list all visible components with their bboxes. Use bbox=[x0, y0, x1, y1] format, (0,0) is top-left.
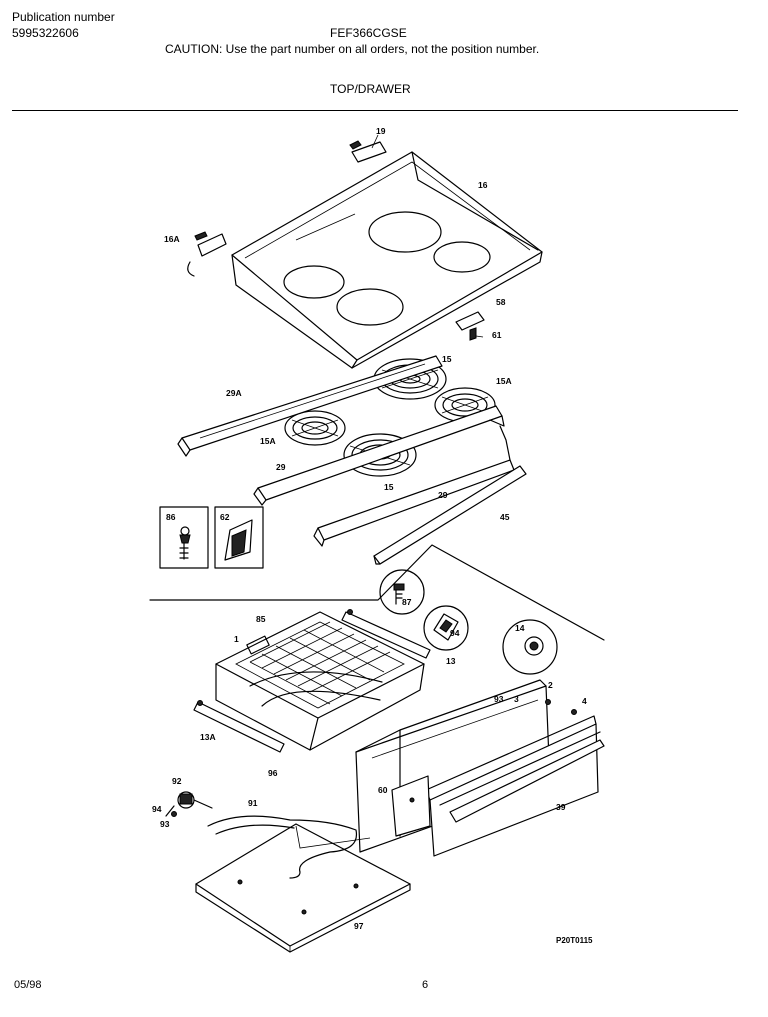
hinge-part-19 bbox=[349, 134, 387, 163]
callout-19: 19 bbox=[376, 126, 386, 136]
publication-number-label: Publication number bbox=[12, 10, 115, 24]
section-title: TOP/DRAWER bbox=[330, 82, 411, 96]
model-number: FEF366CGSE bbox=[330, 26, 407, 40]
callout-94: 94 bbox=[450, 628, 460, 638]
callout-1: 1 bbox=[234, 634, 239, 644]
drawer-rail-13 bbox=[341, 609, 431, 659]
drawer-stop-detail-14 bbox=[502, 619, 558, 675]
callout-86: 86 bbox=[166, 512, 176, 522]
hinge-part-16a bbox=[187, 231, 227, 277]
bake-element-91 bbox=[207, 815, 358, 879]
clip-part-58-61 bbox=[455, 311, 485, 341]
support-rail-29a bbox=[177, 355, 443, 457]
screw-detail-87 bbox=[379, 569, 425, 615]
valve-assembly-92 bbox=[165, 791, 213, 817]
callout-29-right: 29 bbox=[438, 490, 448, 500]
drawer-rail-13a bbox=[193, 700, 285, 753]
publication-number-value: 5995322606 bbox=[12, 26, 79, 40]
drawer-section-divider bbox=[149, 544, 605, 641]
cooktop-panel bbox=[231, 151, 543, 369]
callout-94-bottom: 94 bbox=[152, 804, 162, 814]
clip-detail-94 bbox=[423, 605, 469, 651]
drawer-side-panel-60 bbox=[391, 775, 431, 837]
callout-labels: 19 16 16A 58 61 15 15A 29A 15A 29 15 29 … bbox=[152, 126, 587, 931]
callout-2: 2 bbox=[548, 680, 553, 690]
callout-16: 16 bbox=[478, 180, 488, 190]
header-divider bbox=[12, 110, 738, 111]
callout-15-top: 15 bbox=[442, 354, 452, 364]
drawer-bottom-tray bbox=[195, 823, 411, 953]
broiler-drawer-assembly bbox=[215, 611, 425, 751]
trim-strip-45 bbox=[373, 465, 527, 565]
callout-13a: 13A bbox=[200, 732, 216, 742]
callout-3: 3 bbox=[514, 694, 519, 704]
callout-39: 39 bbox=[556, 802, 566, 812]
part-box-86 bbox=[159, 506, 209, 569]
callout-87: 87 bbox=[402, 597, 412, 607]
callout-15a-left: 15A bbox=[260, 436, 276, 446]
page-number: 6 bbox=[422, 979, 429, 991]
footer-date: 05/98 bbox=[14, 979, 42, 991]
burner-element-15a-left bbox=[284, 410, 346, 446]
callout-85: 85 bbox=[256, 614, 266, 624]
callout-97: 97 bbox=[354, 921, 364, 931]
callout-45: 45 bbox=[500, 512, 510, 522]
callout-92: 92 bbox=[172, 776, 182, 786]
callout-14: 14 bbox=[515, 623, 525, 633]
caution-note: CAUTION: Use the part number on all orde… bbox=[165, 42, 540, 56]
callout-16a: 16A bbox=[164, 234, 180, 244]
callout-91: 91 bbox=[248, 798, 258, 808]
callout-29a: 29A bbox=[226, 388, 242, 398]
diagram-code: P20T0115 bbox=[556, 936, 593, 945]
callout-62: 62 bbox=[220, 512, 230, 522]
callout-58: 58 bbox=[496, 297, 506, 307]
callout-60: 60 bbox=[378, 785, 388, 795]
support-rail-29-left bbox=[253, 405, 505, 506]
callout-15-mid: 15 bbox=[384, 482, 394, 492]
callout-93-bottom: 93 bbox=[160, 819, 170, 829]
callout-15a-right: 15A bbox=[496, 376, 512, 386]
callout-29-left: 29 bbox=[276, 462, 286, 472]
callout-13: 13 bbox=[446, 656, 456, 666]
callout-4: 4 bbox=[582, 696, 587, 706]
callout-93: 93 bbox=[494, 694, 504, 704]
part-box-62 bbox=[214, 506, 264, 569]
callout-96: 96 bbox=[268, 768, 278, 778]
callout-61: 61 bbox=[492, 330, 502, 340]
